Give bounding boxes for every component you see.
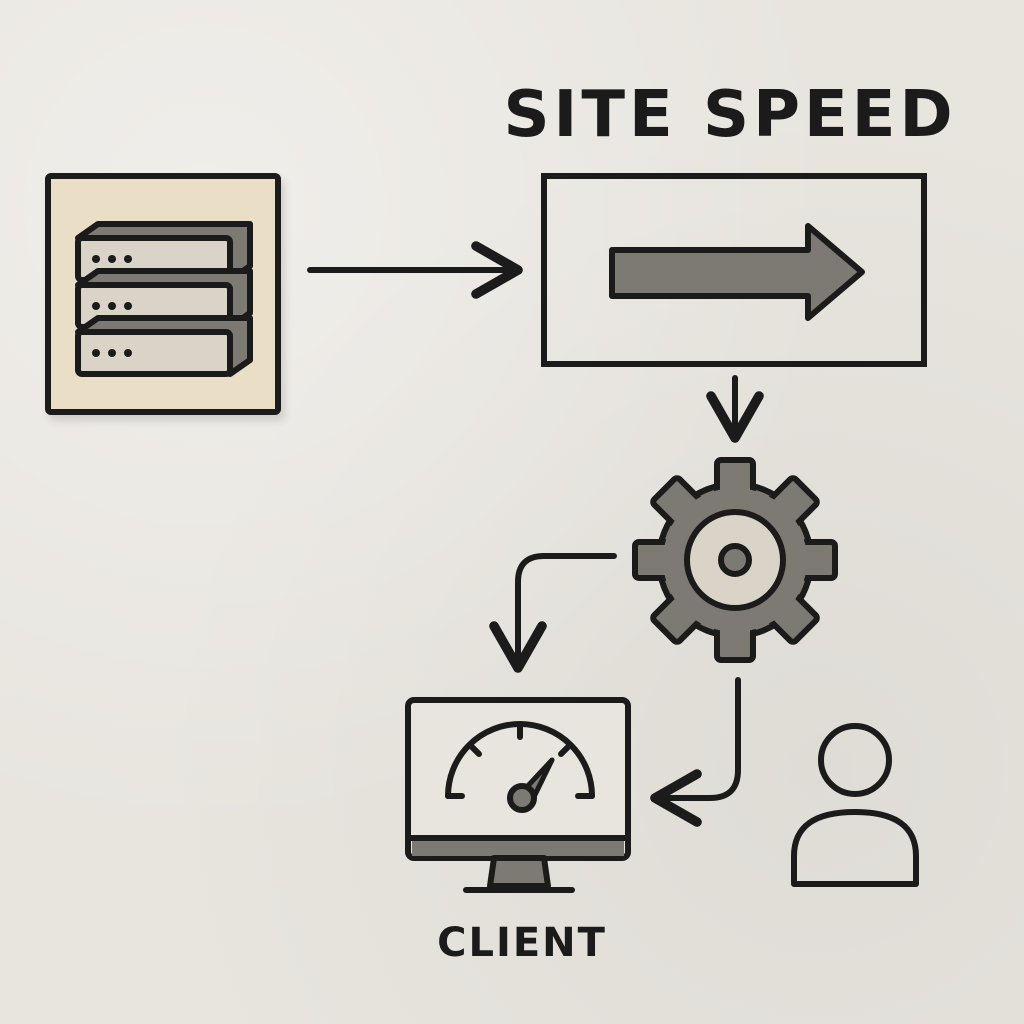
gear-icon	[632, 457, 838, 663]
page-title: SITE SPEED	[503, 78, 956, 152]
server-node	[45, 173, 281, 415]
client-label: CLIENT	[437, 920, 607, 966]
right-arrow-icon	[609, 223, 865, 321]
site-speed-box	[541, 173, 927, 367]
connector-gear-to-client-right	[650, 677, 741, 827]
speedometer-gauge	[445, 721, 595, 813]
user-icon	[791, 723, 919, 887]
monitor-speedometer-icon	[405, 697, 631, 893]
server-stack-icon	[75, 221, 253, 377]
connector-gear-to-client-left	[489, 553, 617, 673]
